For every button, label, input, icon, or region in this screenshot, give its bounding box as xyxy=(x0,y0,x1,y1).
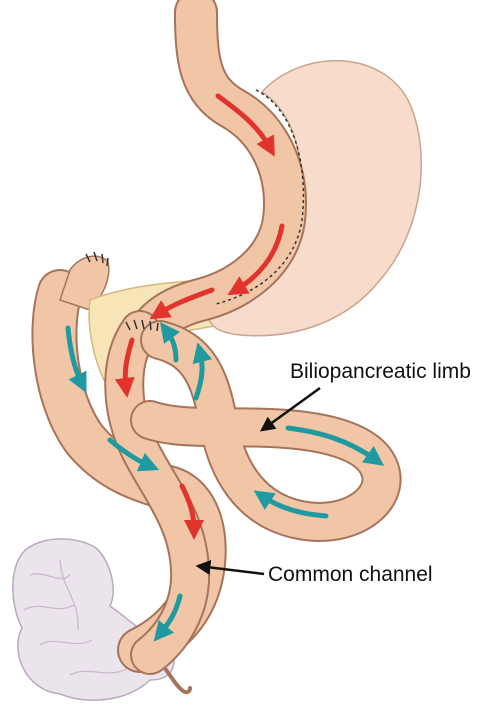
biliopancreatic-limb-label: Biliopancreatic limb xyxy=(290,360,471,384)
common-channel-label: Common channel xyxy=(268,563,433,587)
